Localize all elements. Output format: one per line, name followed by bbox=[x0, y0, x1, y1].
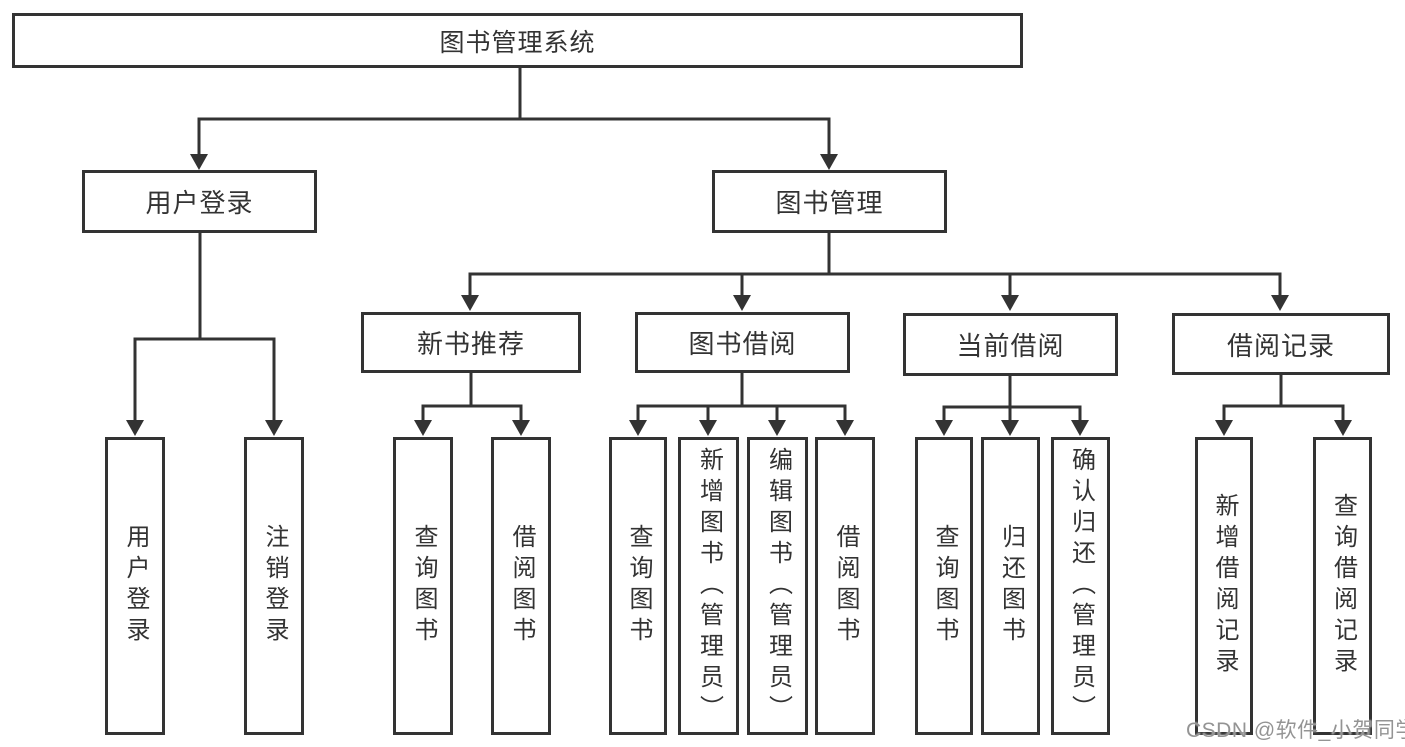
node-root-system: 图书管理系统 bbox=[12, 13, 1023, 68]
node-borrow-records: 借阅记录 bbox=[1172, 313, 1390, 375]
leaf-borrow-books-recommend: 借阅图书 bbox=[491, 437, 551, 735]
node-book-borrow: 图书借阅 bbox=[635, 312, 850, 373]
leaf-query-borrow-record: 查询借阅记录 bbox=[1313, 437, 1372, 735]
node-book-management: 图书管理 bbox=[712, 170, 947, 233]
leaf-edit-books-admin: 编辑图书（管理员） bbox=[747, 437, 808, 735]
leaf-logout: 注销登录 bbox=[244, 437, 304, 735]
leaf-confirm-return-admin: 确认归还（管理员） bbox=[1051, 437, 1110, 735]
node-current-borrow: 当前借阅 bbox=[903, 313, 1118, 376]
leaf-borrow-books: 借阅图书 bbox=[815, 437, 875, 735]
leaf-query-books-current: 查询图书 bbox=[915, 437, 973, 735]
leaf-query-books-borrow: 查询图书 bbox=[609, 437, 667, 735]
leaf-add-books-admin: 新增图书（管理员） bbox=[678, 437, 739, 735]
leaf-query-books-recommend: 查询图书 bbox=[393, 437, 453, 735]
leaf-add-borrow-record: 新增借阅记录 bbox=[1195, 437, 1253, 735]
leaf-return-books: 归还图书 bbox=[981, 437, 1040, 735]
leaf-user-login: 用户登录 bbox=[105, 437, 165, 735]
csdn-watermark: CSDN @软件_小贺同学 bbox=[1186, 719, 1405, 742]
node-new-book-recommend: 新书推荐 bbox=[361, 312, 581, 373]
node-user-login-branch: 用户登录 bbox=[82, 170, 317, 233]
